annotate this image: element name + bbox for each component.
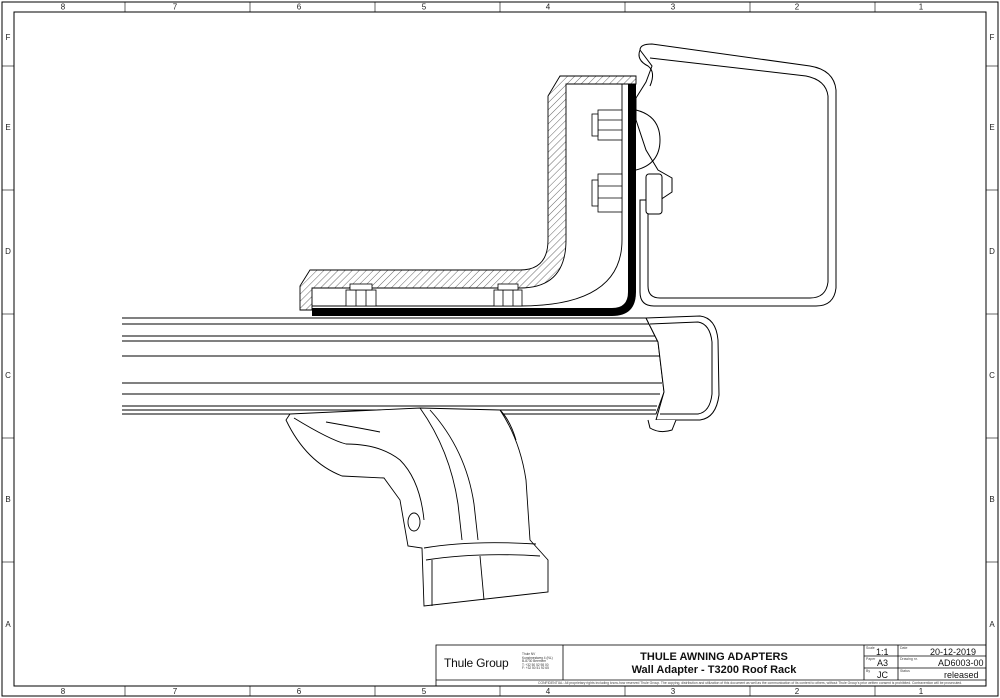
scale-label: Scale xyxy=(866,646,875,650)
by-value: JC xyxy=(877,670,888,680)
status-value: released xyxy=(944,670,979,680)
drawing-title: THULE AWNING ADAPTERS xyxy=(640,651,788,663)
zone-right-c: C xyxy=(989,371,995,380)
roof-rack-bar xyxy=(122,317,665,415)
zone-bottom-6: 6 xyxy=(297,687,302,696)
company-logo: Thule Group xyxy=(444,656,509,670)
zone-left-f: F xyxy=(6,33,11,42)
zone-left-a: A xyxy=(5,620,11,629)
zone-right-d: D xyxy=(989,247,995,256)
bar-end-cap xyxy=(645,315,720,433)
by-label: By xyxy=(866,669,871,673)
zone-left-d: D xyxy=(5,247,11,256)
zone-right-f: F xyxy=(990,33,995,42)
roof-rack-foot xyxy=(285,407,549,607)
zone-top-3: 3 xyxy=(671,3,676,12)
zone-bottom-3: 3 xyxy=(671,687,676,696)
bolt-horizontal-1 xyxy=(345,283,377,307)
zone-left-e: E xyxy=(5,123,10,132)
bolt-vertical-1 xyxy=(591,109,623,141)
zone-bottom-2: 2 xyxy=(795,687,800,696)
drawing-number-value: AD6003-00 xyxy=(938,658,984,668)
status-label: Status xyxy=(900,669,910,673)
wall-adapter-bracket xyxy=(299,75,637,311)
bolt-horizontal-2 xyxy=(493,283,523,307)
zone-bottom-7: 7 xyxy=(173,687,178,696)
zone-left-b: B xyxy=(5,495,10,504)
zone-top-5: 5 xyxy=(422,3,427,12)
zone-top-2: 2 xyxy=(795,3,800,12)
zone-top-6: 6 xyxy=(297,3,302,12)
zone-left-c: C xyxy=(5,371,11,380)
zone-top-7: 7 xyxy=(173,3,178,12)
zone-bottom-8: 8 xyxy=(61,687,66,696)
bolt-vertical-2 xyxy=(591,173,623,213)
paper-value: A3 xyxy=(877,658,889,668)
date-value: 20-12-2019 xyxy=(930,647,977,657)
company-address: Thule NV Kunstmestweg 4 (NL) B-8730 Beer… xyxy=(522,652,553,671)
zone-top-4: 4 xyxy=(546,3,551,12)
zone-bottom-1: 1 xyxy=(919,687,924,696)
paper-label: Paper xyxy=(866,657,876,661)
drawing-number-label: Drawing nr. xyxy=(900,657,918,661)
zone-right-a: A xyxy=(989,620,995,629)
zone-top-8: 8 xyxy=(61,3,66,12)
confidential-note: CONFIDENTIAL: All proprietary rights inc… xyxy=(538,681,963,685)
scale-value: 1:1 xyxy=(876,647,889,657)
drawing-subtitle: Wall Adapter - T3200 Roof Rack xyxy=(631,664,797,676)
zone-right-e: E xyxy=(989,123,994,132)
awning-profile xyxy=(635,43,837,307)
date-label: Date xyxy=(900,646,908,650)
zone-bottom-4: 4 xyxy=(546,687,551,696)
zone-bottom-5: 5 xyxy=(422,687,427,696)
title-block-frame xyxy=(435,644,987,687)
zone-top-1: 1 xyxy=(919,3,924,12)
zone-right-b: B xyxy=(989,495,994,504)
